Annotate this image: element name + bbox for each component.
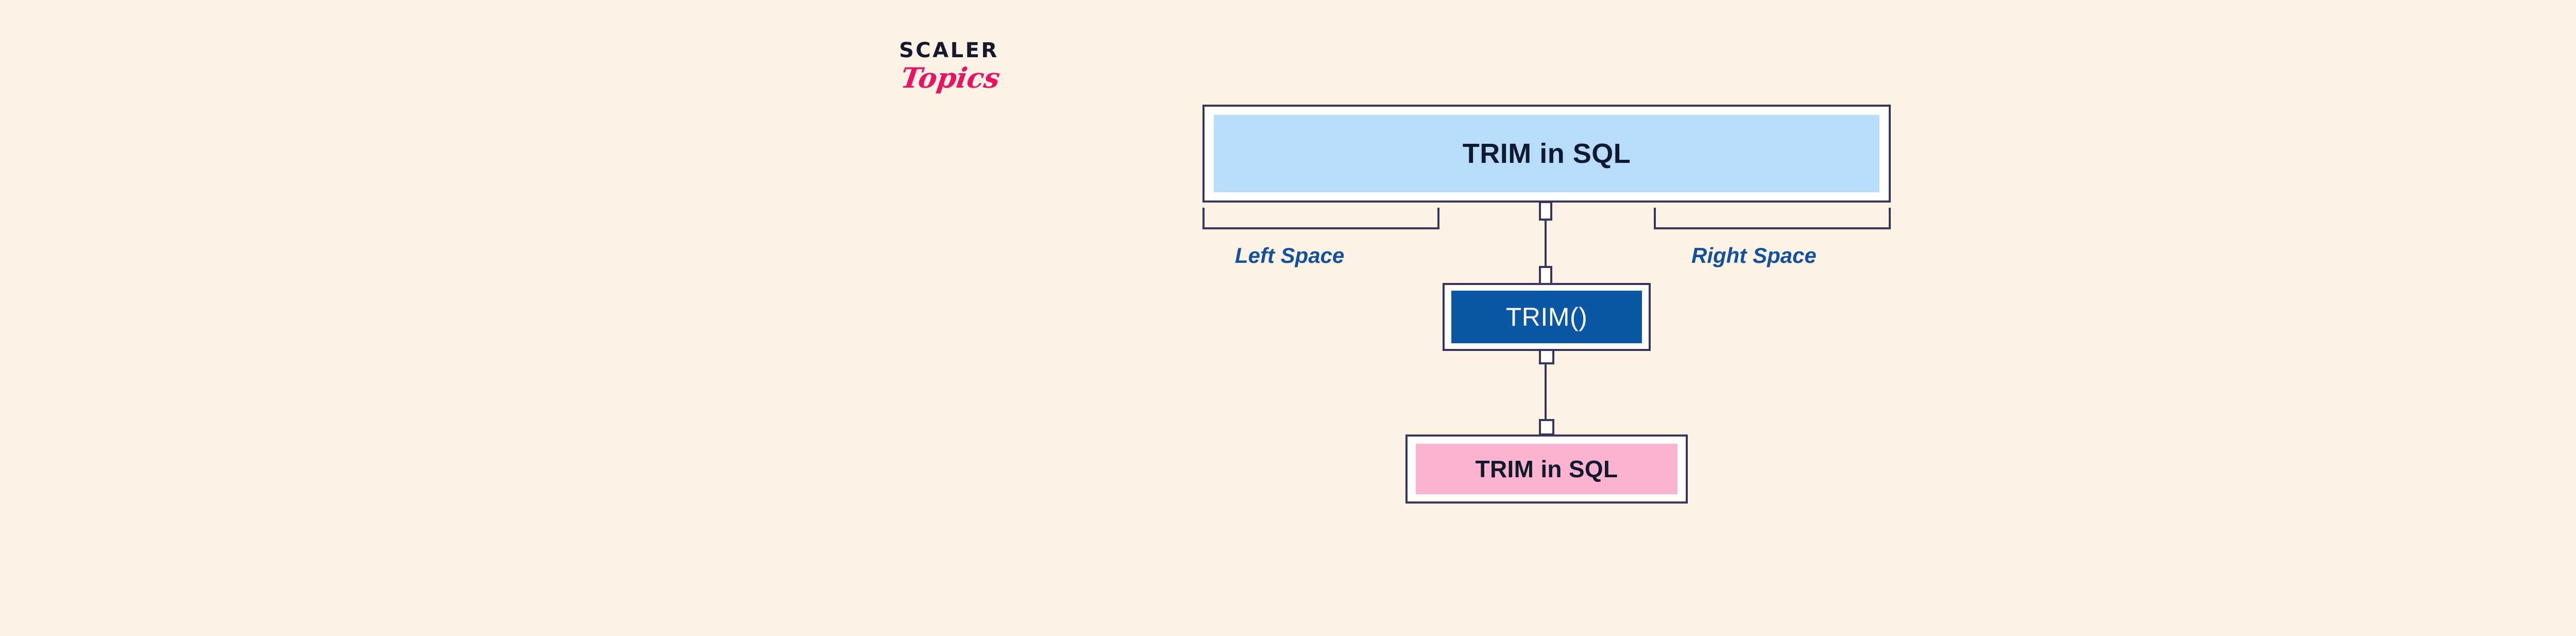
right-space-label: Right Space bbox=[1691, 243, 1817, 267]
connector-input-to-function bbox=[1545, 202, 1547, 284]
trim-function-box: TRIM() bbox=[1443, 283, 1651, 351]
output-string-label: TRIM in SQL bbox=[1416, 444, 1677, 494]
connector-function-to-output bbox=[1545, 350, 1547, 437]
connector-node-output-top bbox=[1539, 419, 1554, 436]
logo-wordmark-scaler: SCALER bbox=[899, 39, 999, 62]
connector-node-input-end bbox=[1539, 201, 1552, 221]
scaler-topics-logo: SCALER Topics bbox=[899, 40, 1054, 112]
input-string-label: TRIM in SQL bbox=[1214, 115, 1879, 192]
trim-function-label: TRIM() bbox=[1451, 291, 1642, 343]
logo-wordmark-topics: Topics bbox=[899, 61, 1003, 94]
left-space-bracket bbox=[1202, 208, 1439, 229]
right-space-bracket bbox=[1654, 208, 1891, 229]
connector-node-function-bottom bbox=[1539, 349, 1554, 364]
input-string-box: TRIM in SQL bbox=[1202, 105, 1891, 203]
left-space-label: Left Space bbox=[1235, 243, 1345, 267]
output-string-box: TRIM in SQL bbox=[1405, 434, 1688, 504]
